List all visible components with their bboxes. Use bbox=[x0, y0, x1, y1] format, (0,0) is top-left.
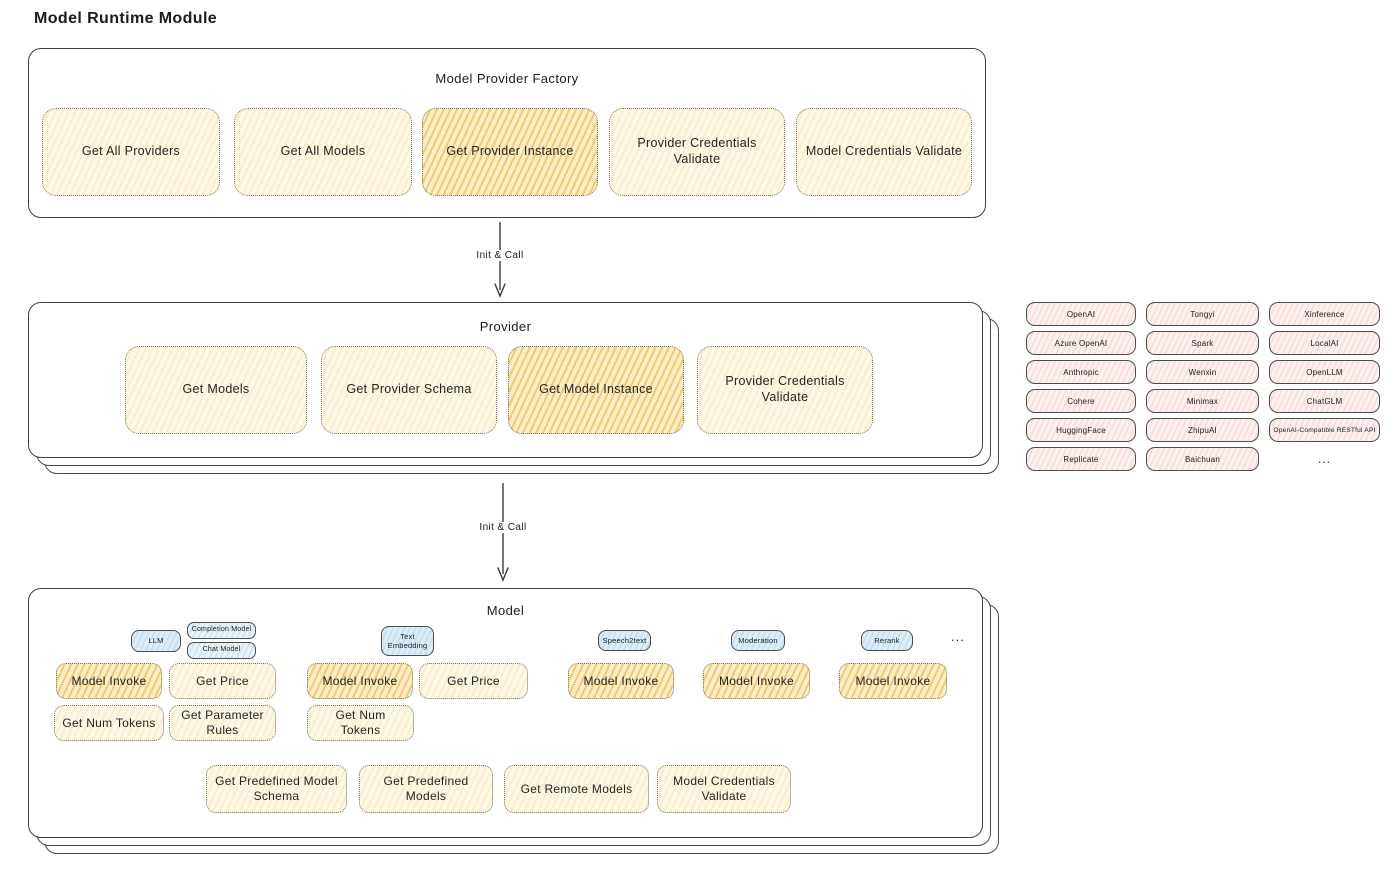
factory-title: Model Provider Factory bbox=[435, 71, 579, 86]
badge-moderation: Moderation bbox=[731, 630, 785, 651]
node-model-invoke-llm: Model Invoke bbox=[56, 663, 162, 699]
model-title: Model bbox=[486, 603, 525, 618]
provider-chip-anthropic: Anthropic bbox=[1026, 360, 1136, 384]
node-provider-credentials-validate: Provider Credentials Validate bbox=[609, 108, 785, 196]
badge-completion-model: Completion Model bbox=[187, 622, 256, 639]
provider-box: Provider Get Models Get Provider Schema … bbox=[28, 302, 983, 458]
node-get-provider-instance: Get Provider Instance bbox=[422, 108, 598, 196]
provider-title: Provider bbox=[479, 319, 532, 334]
init-call-label-1: Init & Call bbox=[472, 250, 528, 261]
provider-chip-openai-compatible: OpenAI-Compatible RESTful API bbox=[1269, 418, 1380, 442]
node-model-invoke-moderation: Model Invoke bbox=[703, 663, 810, 699]
provider-chip-baichuan: Baichuan bbox=[1146, 447, 1259, 471]
provider-chip-xinference: Xinference bbox=[1269, 302, 1380, 326]
badge-speech2text: Speech2text bbox=[598, 630, 651, 651]
provider-chip-zhipuai: ZhipuAI bbox=[1146, 418, 1259, 442]
provider-chip-tongyi: Tongyi bbox=[1146, 302, 1259, 326]
badge-llm: LLM bbox=[131, 630, 181, 652]
badge-chat-model: Chat Model bbox=[187, 642, 256, 659]
model-types-more: ... bbox=[951, 629, 965, 644]
node-get-price-text-embedding: Get Price bbox=[419, 663, 528, 699]
node-get-price-llm: Get Price bbox=[169, 663, 276, 699]
node-model-credentials-validate-2: Model Credentials Validate bbox=[657, 765, 791, 813]
node-get-remote-models: Get Remote Models bbox=[504, 765, 649, 813]
provider-chip-minimax: Minimax bbox=[1146, 389, 1259, 413]
node-get-parameter-rules: Get Parameter Rules bbox=[169, 705, 276, 741]
provider-chip-huggingface: HuggingFace bbox=[1026, 418, 1136, 442]
model-provider-factory-box: Model Provider Factory Get All Providers… bbox=[28, 48, 986, 218]
page-title: Model Runtime Module bbox=[34, 10, 218, 27]
provider-chip-chatglm: ChatGLM bbox=[1269, 389, 1380, 413]
provider-chip-cohere: Cohere bbox=[1026, 389, 1136, 413]
provider-chip-openai: OpenAI bbox=[1026, 302, 1136, 326]
provider-chip-spark: Spark bbox=[1146, 331, 1259, 355]
node-get-predefined-models: Get Predefined Models bbox=[359, 765, 493, 813]
provider-chip-localai: LocalAI bbox=[1269, 331, 1380, 355]
node-get-models: Get Models bbox=[125, 346, 307, 434]
node-model-invoke-speech2text: Model Invoke bbox=[568, 663, 674, 699]
init-call-label-2: Init & Call bbox=[475, 522, 531, 533]
node-get-num-tokens-text-embedding: Get Num Tokens bbox=[307, 705, 414, 741]
node-get-all-providers: Get All Providers bbox=[42, 108, 220, 196]
badge-text-embedding: Text Embedding bbox=[381, 626, 434, 656]
node-provider-credentials-validate-2: Provider Credentials Validate bbox=[697, 346, 873, 434]
node-get-predefined-model-schema: Get Predefined Model Schema bbox=[206, 765, 347, 813]
provider-chip-wenxin: Wenxin bbox=[1146, 360, 1259, 384]
node-get-model-instance: Get Model Instance bbox=[508, 346, 684, 434]
provider-chip-azure-openai: Azure OpenAI bbox=[1026, 331, 1136, 355]
node-model-invoke-text-embedding: Model Invoke bbox=[307, 663, 413, 699]
node-get-all-models: Get All Models bbox=[234, 108, 412, 196]
provider-list-grid: OpenAI Tongyi Xinference Azure OpenAI Sp… bbox=[1026, 302, 1380, 471]
node-get-provider-schema: Get Provider Schema bbox=[321, 346, 497, 434]
model-box: Model LLM Completion Model Chat Model Te… bbox=[28, 588, 983, 838]
badge-rerank: Rerank bbox=[861, 630, 913, 651]
node-model-invoke-rerank: Model Invoke bbox=[839, 663, 947, 699]
provider-chip-replicate: Replicate bbox=[1026, 447, 1136, 471]
provider-list-more: ... bbox=[1317, 452, 1331, 466]
provider-chip-openllm: OpenLLM bbox=[1269, 360, 1380, 384]
node-get-num-tokens-llm: Get Num Tokens bbox=[54, 705, 164, 741]
node-model-credentials-validate: Model Credentials Validate bbox=[796, 108, 972, 196]
